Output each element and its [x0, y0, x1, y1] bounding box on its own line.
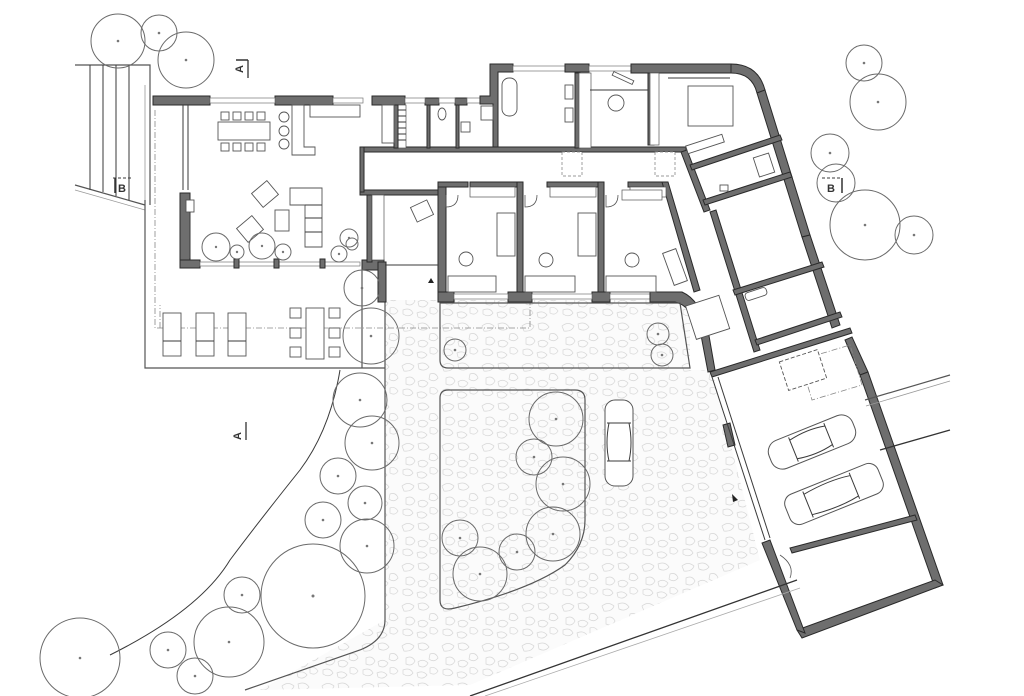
- terrace: [144, 110, 531, 369]
- trees: [39, 13, 934, 696]
- courtyard-planter: [439, 389, 586, 610]
- svg-text:A: A: [232, 432, 244, 440]
- section-marker-a-bottom: A: [232, 422, 247, 440]
- garage: [711, 344, 945, 639]
- svg-text:B: B: [118, 183, 126, 195]
- section-marker-b-right: B: [822, 177, 843, 195]
- front-lawn: [439, 302, 691, 369]
- svg-text:A: A: [234, 65, 246, 73]
- driveway-edge: [469, 374, 951, 696]
- outdoor-dining-set: [289, 307, 341, 360]
- timber-deck: [74, 64, 151, 211]
- garage-entrance-marker-icon: [732, 494, 738, 502]
- garage-car-1: [767, 414, 857, 470]
- entrance-marker-icon: [428, 278, 434, 283]
- living-furniture: [185, 104, 361, 258]
- gravel-courtyard: [260, 300, 760, 690]
- bedrooms-furniture: [371, 186, 688, 293]
- garage-car-2: [784, 462, 884, 526]
- svg-text:B: B: [827, 183, 835, 195]
- wing-furniture: [621, 133, 828, 392]
- service-rooms: [381, 70, 734, 177]
- garden-planting-bed: [109, 300, 386, 691]
- section-marker-a-top: A: [234, 59, 249, 78]
- section-marker-b-left: B: [113, 177, 133, 195]
- sun-loungers: [162, 312, 247, 357]
- courtyard-car: [604, 399, 634, 487]
